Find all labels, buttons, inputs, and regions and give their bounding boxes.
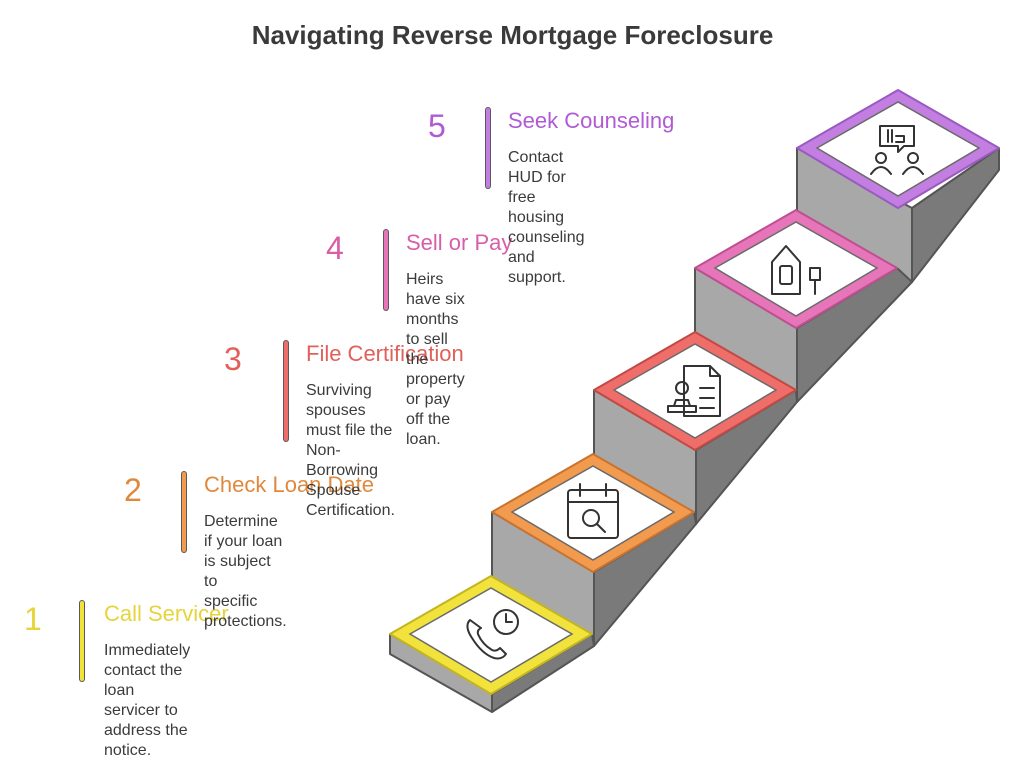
calendar-search-icon: [567, 483, 619, 539]
step-4-bar: [384, 230, 388, 310]
staircase-diagram: [389, 89, 1000, 713]
stair-step-4-inner: [713, 221, 879, 317]
step-2-bar: [182, 472, 186, 552]
step-3-label: File Certification: [306, 341, 464, 366]
stair-step-3: [593, 331, 798, 525]
stair-step-3-inner: [612, 343, 778, 439]
house-sign-icon: [771, 245, 821, 295]
phone-clock-icon: [466, 609, 519, 660]
step-5-label: Seek Counseling: [508, 108, 675, 133]
stair-step-5-side: [911, 147, 1000, 283]
step-1-bar: [80, 601, 84, 681]
step-4-description: Heirs have six months to sell the proper…: [406, 271, 465, 448]
step-3-number: 3: [224, 341, 242, 377]
step-5-bar: [486, 108, 490, 188]
stair-step-2: [491, 453, 697, 647]
step-1-label: Call Servicer: [104, 601, 229, 626]
counseling-icon: [870, 125, 924, 175]
step-2-description: Determine if your loan is subject to spe…: [204, 513, 287, 630]
stair-step-1-inner: [408, 587, 574, 683]
stair-step-2-inner: [510, 465, 676, 561]
step-4-label: Sell or Pay: [406, 230, 513, 255]
step-1-number: 1: [24, 601, 42, 637]
step-4-number: 4: [326, 230, 344, 266]
step-2-label: Check Loan Date: [204, 472, 374, 497]
page-title: Navigating Reverse Mortgage Foreclosure: [251, 20, 774, 50]
step-2-number: 2: [124, 472, 142, 508]
stair-step-1: [389, 575, 595, 713]
step-5-number: 5: [428, 108, 446, 144]
step-5-description: Contact HUD for free housing counseling …: [508, 149, 585, 286]
step-1-description: Immediately contact the loan servicer to…: [104, 642, 191, 759]
step-3-bar: [284, 341, 288, 441]
document-stamp-icon: [667, 365, 721, 417]
step-3-description: Surviving spouses must file the Non-Borr…: [306, 382, 395, 519]
